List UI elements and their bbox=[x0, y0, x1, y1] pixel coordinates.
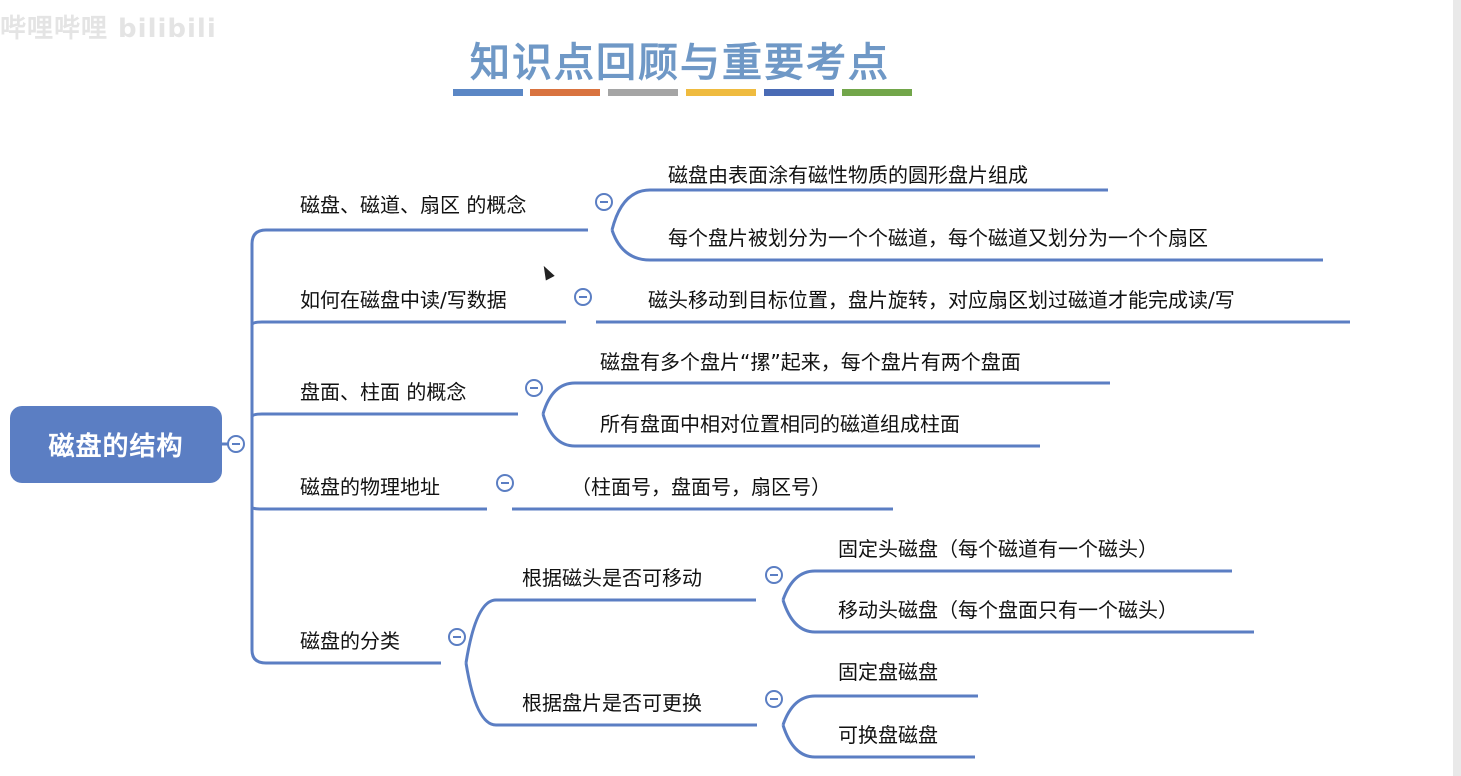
leaf-label: 每个盘片被划分为一个个磁道，每个磁道又划分为一个个扇区 bbox=[668, 226, 1208, 250]
sub-branch-label: 根据磁头是否可移动 bbox=[522, 566, 702, 590]
title-bar-navy bbox=[764, 89, 834, 96]
collapse-toggle-icon[interactable] bbox=[574, 288, 592, 306]
root-node[interactable]: 磁盘的结构 bbox=[10, 406, 222, 483]
title-bar-gray bbox=[608, 89, 678, 96]
branch-label: 磁盘的分类 bbox=[300, 629, 400, 653]
leaf-label: 磁盘有多个盘片“摞”起来，每个盘片有两个盘面 bbox=[600, 350, 1021, 374]
branch-label: 磁盘、磁道、扇区 的概念 bbox=[300, 193, 527, 217]
watermark-logo: 哔哩哔哩 bilibili bbox=[0, 14, 217, 44]
title-bar-orange bbox=[530, 89, 600, 96]
collapse-toggle-icon[interactable] bbox=[227, 435, 245, 453]
branch-label: 盘面、柱面 的概念 bbox=[300, 380, 467, 404]
collapse-toggle-icon[interactable] bbox=[525, 379, 543, 397]
leaf-label: 移动头磁盘（每个盘面只有一个磁头） bbox=[838, 598, 1178, 622]
collapse-toggle-icon[interactable] bbox=[448, 628, 466, 646]
branch-label: 磁盘的物理地址 bbox=[300, 475, 440, 499]
title-bar-yellow bbox=[686, 89, 756, 96]
leaf-label: 可换盘磁盘 bbox=[838, 723, 938, 747]
collapse-toggle-icon[interactable] bbox=[765, 690, 783, 708]
leaf-label: 磁盘由表面涂有磁性物质的圆形盘片组成 bbox=[668, 163, 1028, 187]
collapse-toggle-icon[interactable] bbox=[595, 193, 613, 211]
sub-branch-label: 根据盘片是否可更换 bbox=[522, 691, 702, 715]
branch-label: 如何在磁盘中读/写数据 bbox=[300, 288, 507, 312]
title-bar-blue bbox=[453, 89, 523, 96]
leaf-label: 所有盘面中相对位置相同的磁道组成柱面 bbox=[600, 412, 960, 436]
window-edge bbox=[1453, 0, 1461, 776]
leaf-label: （柱面号，盘面号，扇区号） bbox=[571, 475, 831, 499]
leaf-label: 固定头磁盘（每个磁道有一个磁头） bbox=[838, 537, 1158, 561]
leaf-label: 固定盘磁盘 bbox=[838, 660, 938, 684]
title-bar-green bbox=[842, 89, 912, 96]
slide-title: 知识点回顾与重要考点 bbox=[470, 40, 890, 86]
leaf-label: 磁头移动到目标位置，盘片旋转，对应扇区划过磁道才能完成读/写 bbox=[648, 288, 1235, 312]
collapse-toggle-icon[interactable] bbox=[765, 566, 783, 584]
collapse-toggle-icon[interactable] bbox=[496, 474, 514, 492]
